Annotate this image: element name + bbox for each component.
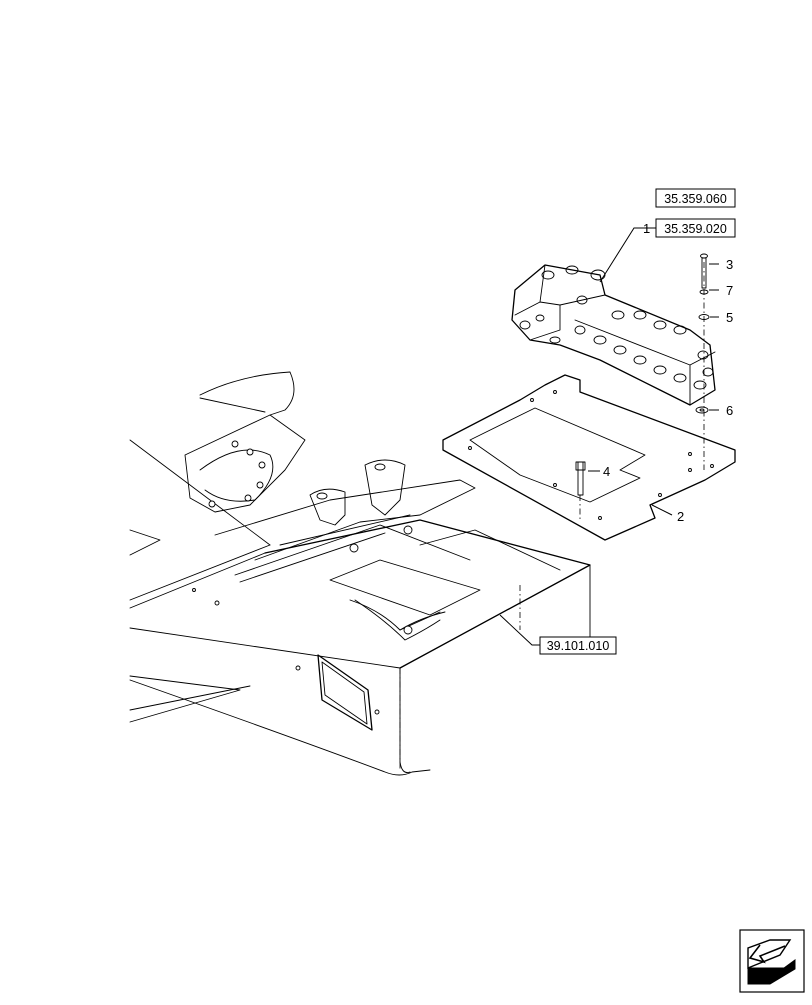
leader-lines	[499, 227, 719, 646]
reference-box-35-359-060[interactable]: 35.359.060	[655, 188, 736, 208]
callout-6: 6	[726, 403, 733, 418]
callout-numbers: 1 3 7 5 6 4 2	[603, 221, 733, 524]
callout-3: 3	[726, 257, 733, 272]
upper-frame-drawing	[129, 371, 591, 776]
previous-page-arrow-icon[interactable]	[739, 929, 805, 993]
reference-code: 35.359.020	[664, 222, 727, 236]
reference-code: 39.101.010	[547, 639, 610, 653]
reference-box-35-359-020[interactable]: 35.359.020	[655, 218, 736, 238]
callout-2: 2	[677, 509, 684, 524]
reference-code: 35.359.060	[664, 192, 727, 206]
control-valve-drawing	[511, 264, 716, 406]
callout-7: 7	[726, 283, 733, 298]
hardware-stack	[575, 253, 710, 520]
callout-1: 1	[643, 221, 650, 236]
callout-5: 5	[726, 310, 733, 325]
callout-4: 4	[603, 464, 610, 479]
valve-spools	[519, 265, 714, 390]
reference-box-39-101-010[interactable]: 39.101.010	[539, 636, 617, 655]
mounting-plate-drawing	[442, 374, 736, 541]
